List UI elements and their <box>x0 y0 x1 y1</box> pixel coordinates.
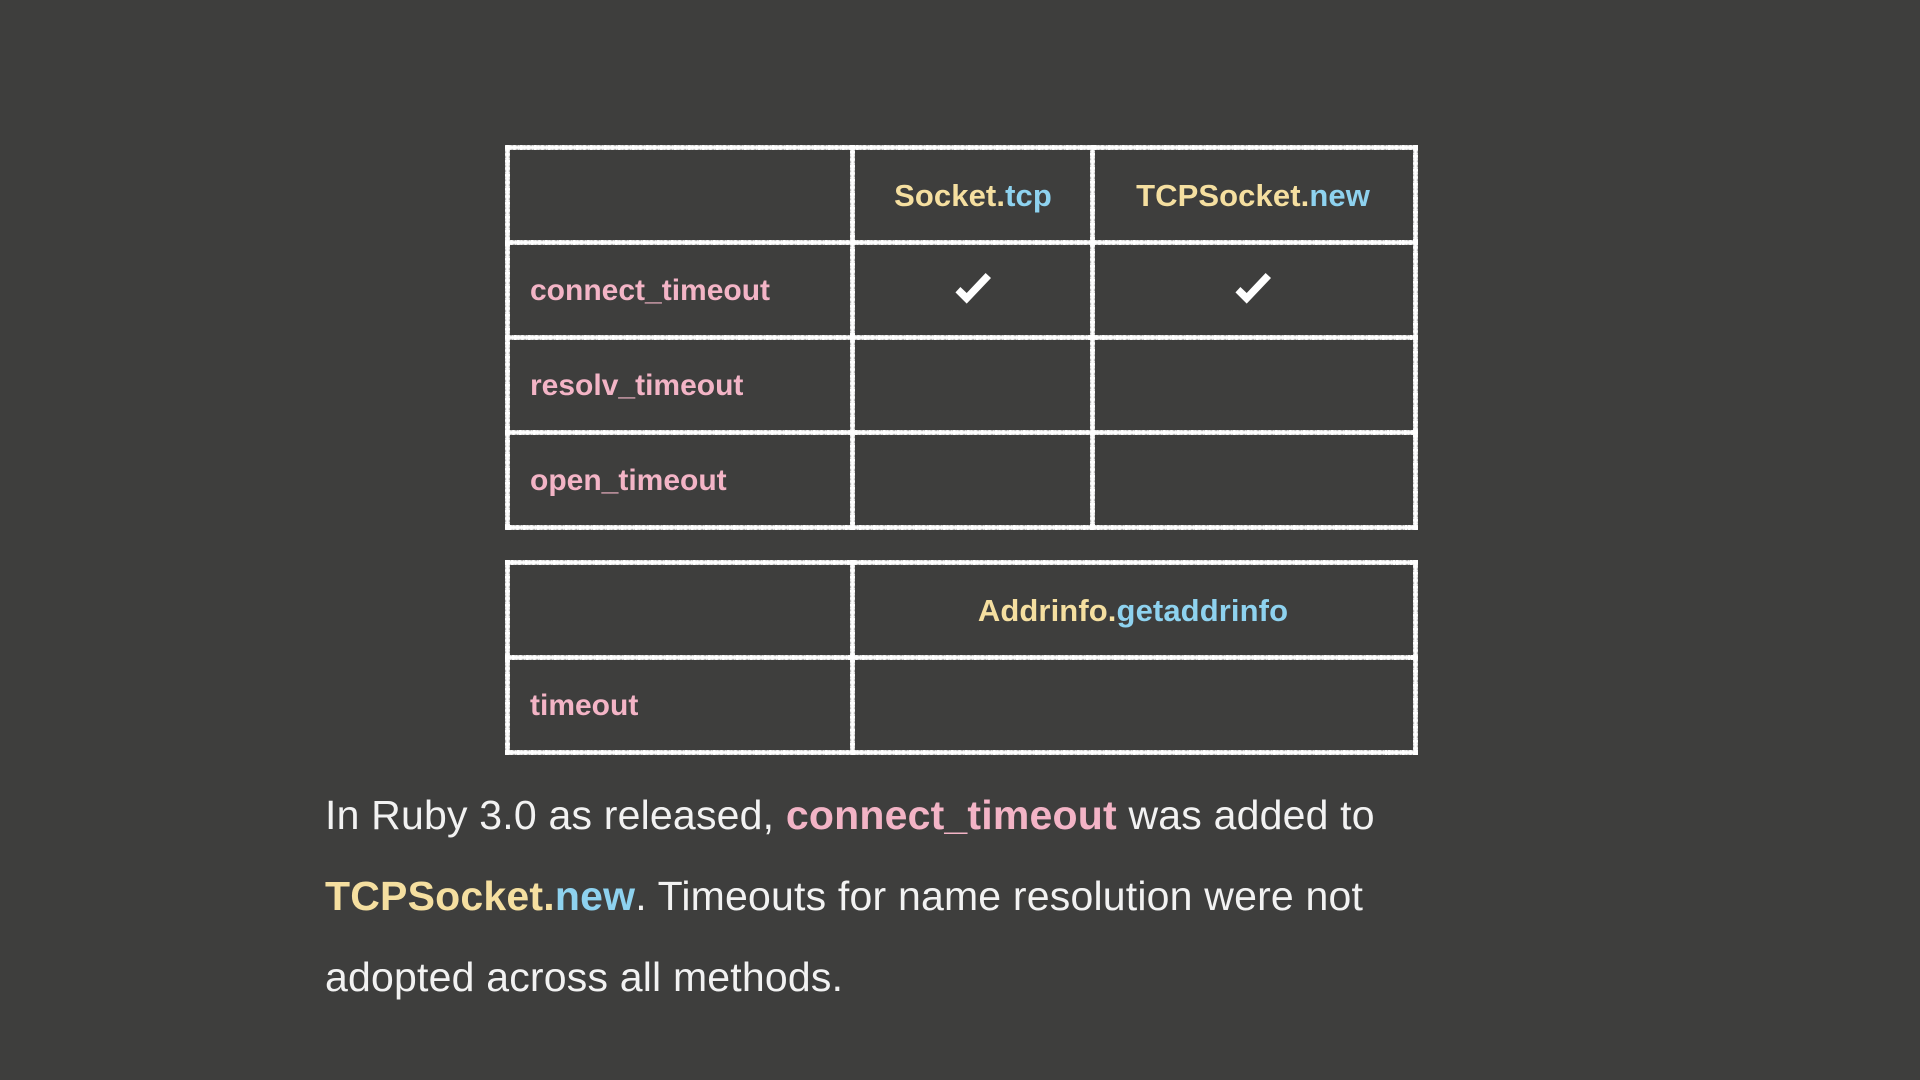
caption-text-part4: adopted across all methods. <box>325 954 844 1000</box>
caption-text-part3: . Timeouts for name resolution were not <box>635 873 1364 919</box>
column-header-tcpsocket-new-suffix: new <box>1309 177 1370 213</box>
caption-code-tcpsocket-prefix: TCPSocket. <box>325 873 555 919</box>
row-label-timeout: timeout <box>530 688 639 722</box>
table-border-vertical <box>1413 560 1418 755</box>
table-row: resolv_timeout <box>508 338 853 433</box>
column-header-socket-tcp: Socket.tcp <box>853 148 1093 243</box>
cell-resolv-timeout-socket-tcp <box>853 338 1093 433</box>
column-header-socket-tcp-suffix: tcp <box>1005 177 1052 213</box>
cell-resolv-timeout-tcpsocket-new <box>1093 338 1413 433</box>
column-header-tcpsocket-new-prefix: TCPSocket. <box>1136 177 1310 213</box>
caption-code-connect-timeout: connect_timeout <box>785 792 1117 838</box>
row-label-resolv-timeout: resolv_timeout <box>530 368 744 402</box>
check-icon <box>955 272 991 304</box>
caption-text-part2: was added to <box>1116 792 1375 838</box>
table-border-vertical <box>1413 145 1418 530</box>
column-header-tcpsocket-new: TCPSocket.new <box>1093 148 1413 243</box>
row-label-connect-timeout: connect_timeout <box>530 273 771 307</box>
table-row: open_timeout <box>508 433 853 528</box>
cell-open-timeout-tcpsocket-new <box>1093 433 1413 528</box>
caption-code-tcpsocket-suffix: new <box>554 873 636 919</box>
column-header-addrinfo-suffix: getaddrinfo <box>1116 592 1289 628</box>
cell-connect-timeout-tcpsocket-new <box>1093 243 1413 338</box>
table-corner-cell <box>508 148 853 243</box>
cell-open-timeout-socket-tcp <box>853 433 1093 528</box>
column-header-addrinfo-getaddrinfo: Addrinfo.getaddrinfo <box>853 563 1413 658</box>
caption-paragraph: In Ruby 3.0 as released, connect_timeout… <box>325 775 1625 1018</box>
table-row: timeout <box>508 658 853 753</box>
caption-text-part1: In Ruby 3.0 as released, <box>325 792 786 838</box>
table-corner-cell <box>508 563 853 658</box>
cell-timeout-addrinfo-getaddrinfo <box>853 658 1413 753</box>
column-header-socket-tcp-prefix: Socket. <box>894 177 1006 213</box>
row-label-open-timeout: open_timeout <box>530 463 727 497</box>
table-row: connect_timeout <box>508 243 853 338</box>
column-header-addrinfo-prefix: Addrinfo. <box>977 592 1117 628</box>
cell-connect-timeout-socket-tcp <box>853 243 1093 338</box>
check-icon <box>1235 272 1271 304</box>
